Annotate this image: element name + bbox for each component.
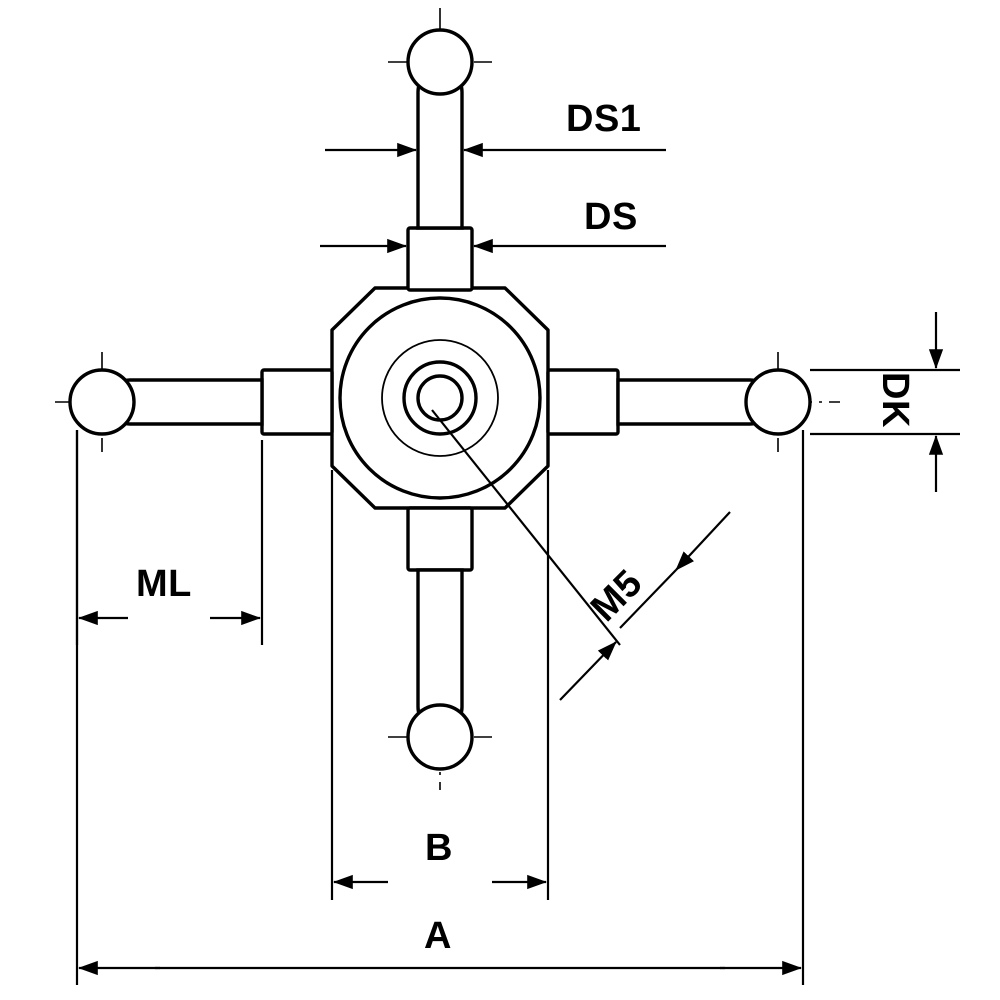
top-ball <box>406 28 474 96</box>
bottom-collar <box>406 506 474 572</box>
m5-arrow-lower <box>559 641 617 701</box>
m5-arrow-upper <box>675 511 731 571</box>
body-group <box>330 286 550 510</box>
dimension-a <box>75 430 805 985</box>
thread-bore-circle <box>402 360 478 436</box>
arms-group <box>68 28 812 771</box>
bottom-ball <box>406 703 474 771</box>
m5-tick-upper <box>619 569 677 629</box>
label-dk: DK <box>874 372 916 428</box>
m5-leader-line <box>431 409 621 646</box>
dimension-ml <box>75 430 264 645</box>
dimension-b <box>330 470 550 900</box>
label-ds1: DS1 <box>566 98 642 140</box>
dimension-ds <box>320 232 666 280</box>
left-ball <box>68 368 136 436</box>
right-collar <box>546 368 620 436</box>
dimension-ds1 <box>325 110 666 180</box>
left-collar <box>260 368 334 436</box>
body-outer-circle <box>338 296 542 500</box>
octagonal-body <box>330 286 550 510</box>
dimension-m5 <box>431 409 731 701</box>
label-a: A <box>424 915 452 957</box>
label-ml: ML <box>136 563 192 605</box>
thread-outer-circle <box>381 339 499 457</box>
label-b: B <box>425 827 453 869</box>
dimension-dk <box>810 312 960 492</box>
right-ball <box>744 368 812 436</box>
top-collar <box>406 226 474 292</box>
label-ds: DS <box>584 196 638 238</box>
